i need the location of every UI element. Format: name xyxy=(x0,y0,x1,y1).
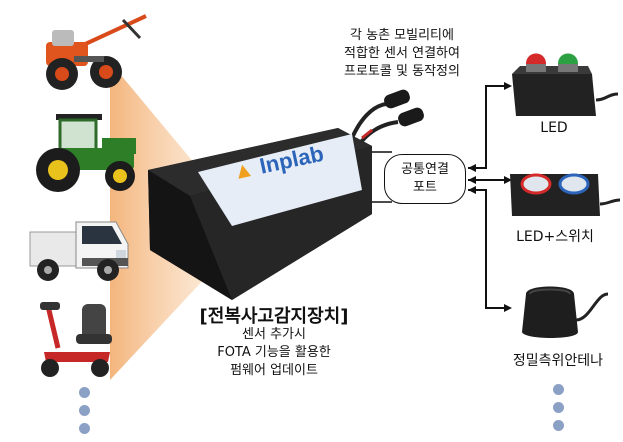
note-line: 적합한 센서 연결하여 xyxy=(344,46,460,61)
truck-icon xyxy=(29,221,129,281)
sensor-protocol-note: 각 농촌 모빌리티에 적합한 센서 연결하여 프로토콜 및 동작정의 xyxy=(322,27,482,81)
vehicle-tractor xyxy=(22,108,140,194)
power-tiller-icon xyxy=(46,14,147,90)
output-label-antenna: 정밀측위안테나 xyxy=(512,353,604,369)
more-outputs-dot xyxy=(553,420,564,431)
led-module xyxy=(512,53,619,116)
more-vehicles-dot xyxy=(79,423,90,434)
device-desc-line: 펌웨어 업데이트 xyxy=(230,363,318,378)
note-line: 각 농촌 모빌리티에 xyxy=(350,28,454,43)
output-label-led: LED xyxy=(540,120,568,136)
mobility-scooter-icon xyxy=(40,302,112,377)
tractor-icon xyxy=(36,114,136,192)
led-switch-module xyxy=(510,173,620,216)
port-line: 공통연결 xyxy=(401,162,449,177)
note-line: 프로토콜 및 동작정의 xyxy=(344,64,460,79)
device-description: 센서 추가시 FOTA 기능을 활용한 펌웨어 업데이트 xyxy=(176,326,372,380)
device-desc-line: FOTA 기능을 활용한 xyxy=(217,345,331,360)
vehicle-mobility-scooter xyxy=(30,296,120,380)
vehicle-truck xyxy=(24,204,138,286)
common-connection-port: 공통연결 포트 xyxy=(384,154,466,204)
more-outputs-dot xyxy=(553,402,564,413)
more-vehicles-dot xyxy=(79,405,90,416)
more-vehicles-dot xyxy=(79,387,90,398)
more-outputs-dot xyxy=(553,384,564,395)
green-led-icon xyxy=(558,53,578,64)
port-line: 포트 xyxy=(413,180,437,195)
device-title: [전복사고감지장치] xyxy=(199,306,349,327)
red-led-icon xyxy=(526,53,546,64)
red-switch-icon xyxy=(520,173,552,195)
gnss-antenna-module xyxy=(522,286,609,338)
device-desc-line: 센서 추가시 xyxy=(242,327,306,342)
vehicle-power-tiller xyxy=(28,8,148,96)
blue-switch-icon xyxy=(558,173,590,195)
output-label-led-switch: LED+스위치 xyxy=(516,229,594,245)
